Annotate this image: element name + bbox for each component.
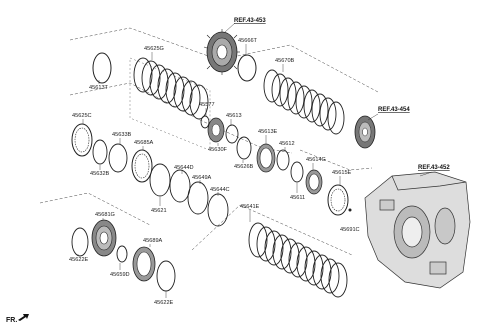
part-label-45611[interactable]: 45611	[290, 195, 305, 201]
part-label-45685A[interactable]: 45685A	[134, 140, 154, 146]
ring-45621	[149, 163, 171, 197]
plate-45685A	[131, 149, 153, 183]
part-label-45622E-left[interactable]: 45622E	[69, 257, 89, 263]
ref-label-452[interactable]: REF.43-452	[418, 165, 450, 171]
part-label-45649A[interactable]: 45649A	[192, 175, 212, 181]
clutch-pack-45625G	[129, 57, 211, 151]
transmission-case-ref-452	[364, 171, 471, 289]
part-label-45633B[interactable]: 45633B	[112, 132, 132, 138]
part-label-45621[interactable]: 45621	[151, 208, 167, 214]
part-label-45622E-bottom[interactable]: 45622E	[154, 300, 174, 306]
part-label-45625G[interactable]: 45625G	[144, 46, 164, 52]
part-label-45691C[interactable]: 45691C	[340, 227, 360, 233]
part-label-45681G[interactable]: 45681G	[95, 212, 115, 218]
clutch-pack-45670B	[263, 69, 345, 135]
group-outlines	[39, 27, 379, 256]
ring-45613	[225, 124, 239, 144]
bearing-45577	[200, 115, 210, 129]
part-label-45659D[interactable]: 45659D	[110, 272, 130, 278]
part-label-45615E[interactable]: 45615E	[332, 170, 352, 176]
clutch-45625C	[71, 123, 93, 157]
part-label-45632B[interactable]: 45632B	[90, 171, 110, 177]
part-label-45613E[interactable]: 45613E	[258, 129, 278, 135]
ring-45622E-left	[71, 227, 89, 257]
drum-45681G	[91, 219, 117, 257]
ring-45659D	[116, 245, 128, 263]
part-labels: 45625G 45613T 45666T 45670B 45577 45613 …	[69, 38, 360, 306]
drum-45689A	[132, 246, 156, 282]
part-label-45630F[interactable]: 45630F	[208, 147, 228, 153]
part-label-45689A[interactable]: 45689A	[143, 238, 163, 244]
part-label-45612[interactable]: 45612	[279, 141, 295, 147]
gear-ref-454	[354, 115, 376, 149]
part-label-45666T[interactable]: 45666T	[238, 38, 258, 44]
leader-lines	[77, 22, 433, 298]
front-direction-marker: FR.	[6, 314, 29, 324]
snap-ring-45666T	[237, 54, 257, 82]
clutch-pack-45641E	[248, 222, 348, 298]
ring-45644C	[207, 193, 229, 227]
ring-45611	[290, 161, 304, 183]
bolt-45615E	[348, 208, 352, 212]
ring-45633B	[108, 143, 128, 173]
ring-45626B	[236, 136, 252, 160]
part-label-45613[interactable]: 45613	[226, 113, 242, 119]
hub-45630F	[207, 117, 225, 143]
ring-45612	[276, 149, 290, 171]
gear-assembly-ref-453	[203, 29, 240, 75]
part-label-45613T[interactable]: 45613T	[89, 85, 109, 91]
ref-label-453[interactable]: REF.43-453	[234, 18, 266, 24]
front-label: FR.	[6, 317, 17, 324]
ring-45649A	[187, 181, 209, 215]
part-label-45641E[interactable]: 45641E	[240, 204, 260, 210]
snap-ring-45613T	[92, 52, 112, 84]
ring-45622E-bottom	[156, 260, 176, 292]
part-label-45614G[interactable]: 45614G	[306, 157, 326, 163]
piston-45691C	[327, 184, 349, 216]
ring-45632B	[92, 139, 108, 165]
ref-label-454[interactable]: REF.43-454	[378, 107, 410, 113]
ring-45613E	[256, 143, 276, 173]
ring-45614G	[305, 169, 323, 195]
part-label-45644D[interactable]: 45644D	[174, 165, 194, 171]
part-label-45625C[interactable]: 45625C	[72, 113, 92, 119]
front-arrow-icon	[18, 314, 29, 321]
part-label-45644C[interactable]: 45644C	[210, 187, 230, 193]
part-label-45670B[interactable]: 45670B	[275, 58, 295, 64]
part-label-45626B[interactable]: 45626B	[234, 164, 254, 170]
ring-45644D	[169, 169, 191, 203]
part-label-45577[interactable]: 45577	[199, 102, 215, 108]
